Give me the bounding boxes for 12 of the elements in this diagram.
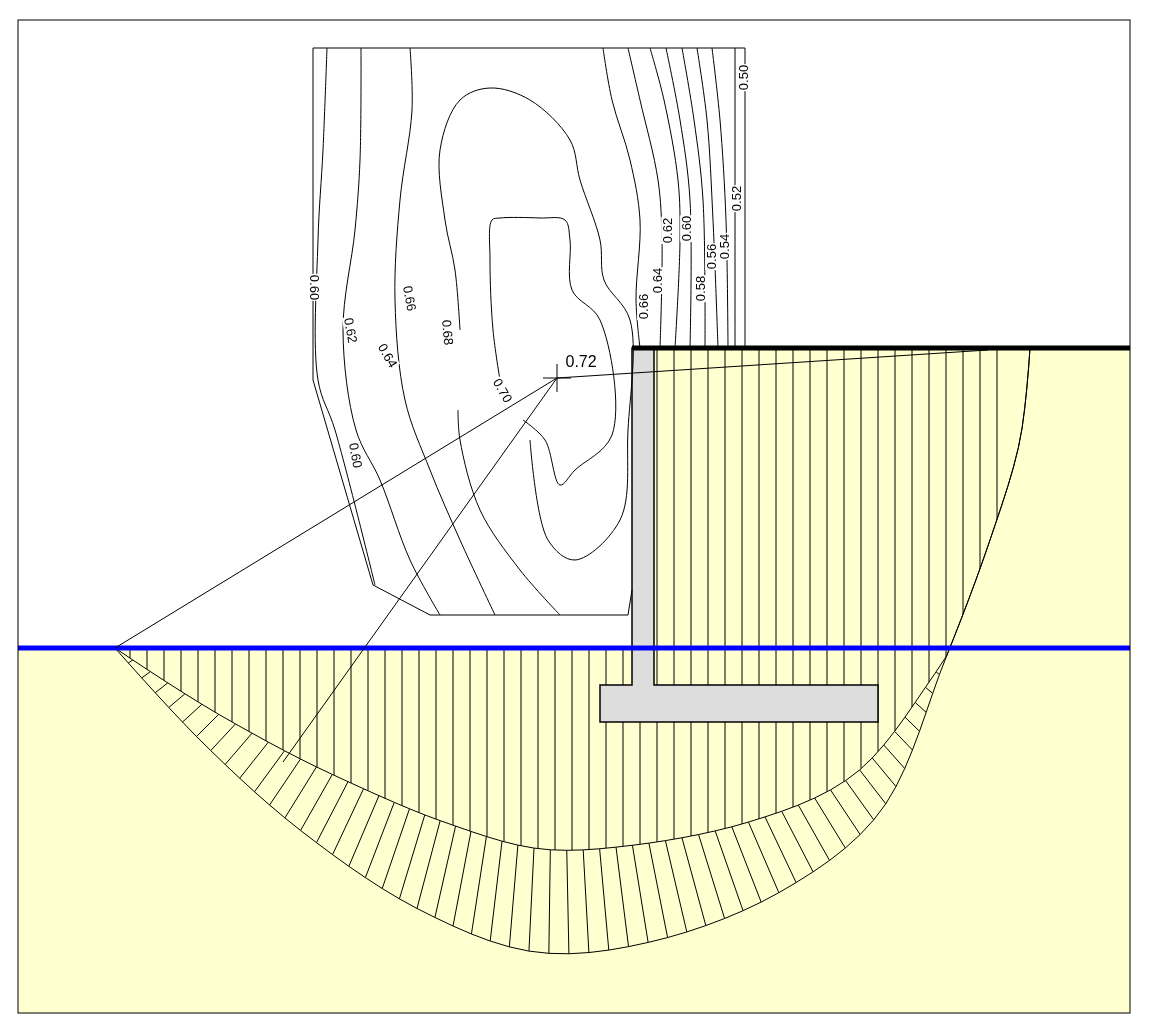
contour-label: 0.58 <box>693 274 707 302</box>
contour-label: 0.54 <box>717 232 731 260</box>
contour-label: 0.66 <box>400 283 418 313</box>
contour-label: 0.64 <box>650 266 664 294</box>
minimum-safety-factor-label: 0.72 <box>564 354 598 368</box>
contour-label: 0.62 <box>660 216 674 244</box>
contour-label: 0.52 <box>729 184 743 212</box>
contour-label: 0.50 <box>736 63 750 91</box>
contour-label: 0.62 <box>341 315 359 345</box>
contour-label: 0.68 <box>439 317 455 347</box>
contour-label: 0.60 <box>307 273 321 301</box>
contour-label: 0.60 <box>346 440 364 470</box>
